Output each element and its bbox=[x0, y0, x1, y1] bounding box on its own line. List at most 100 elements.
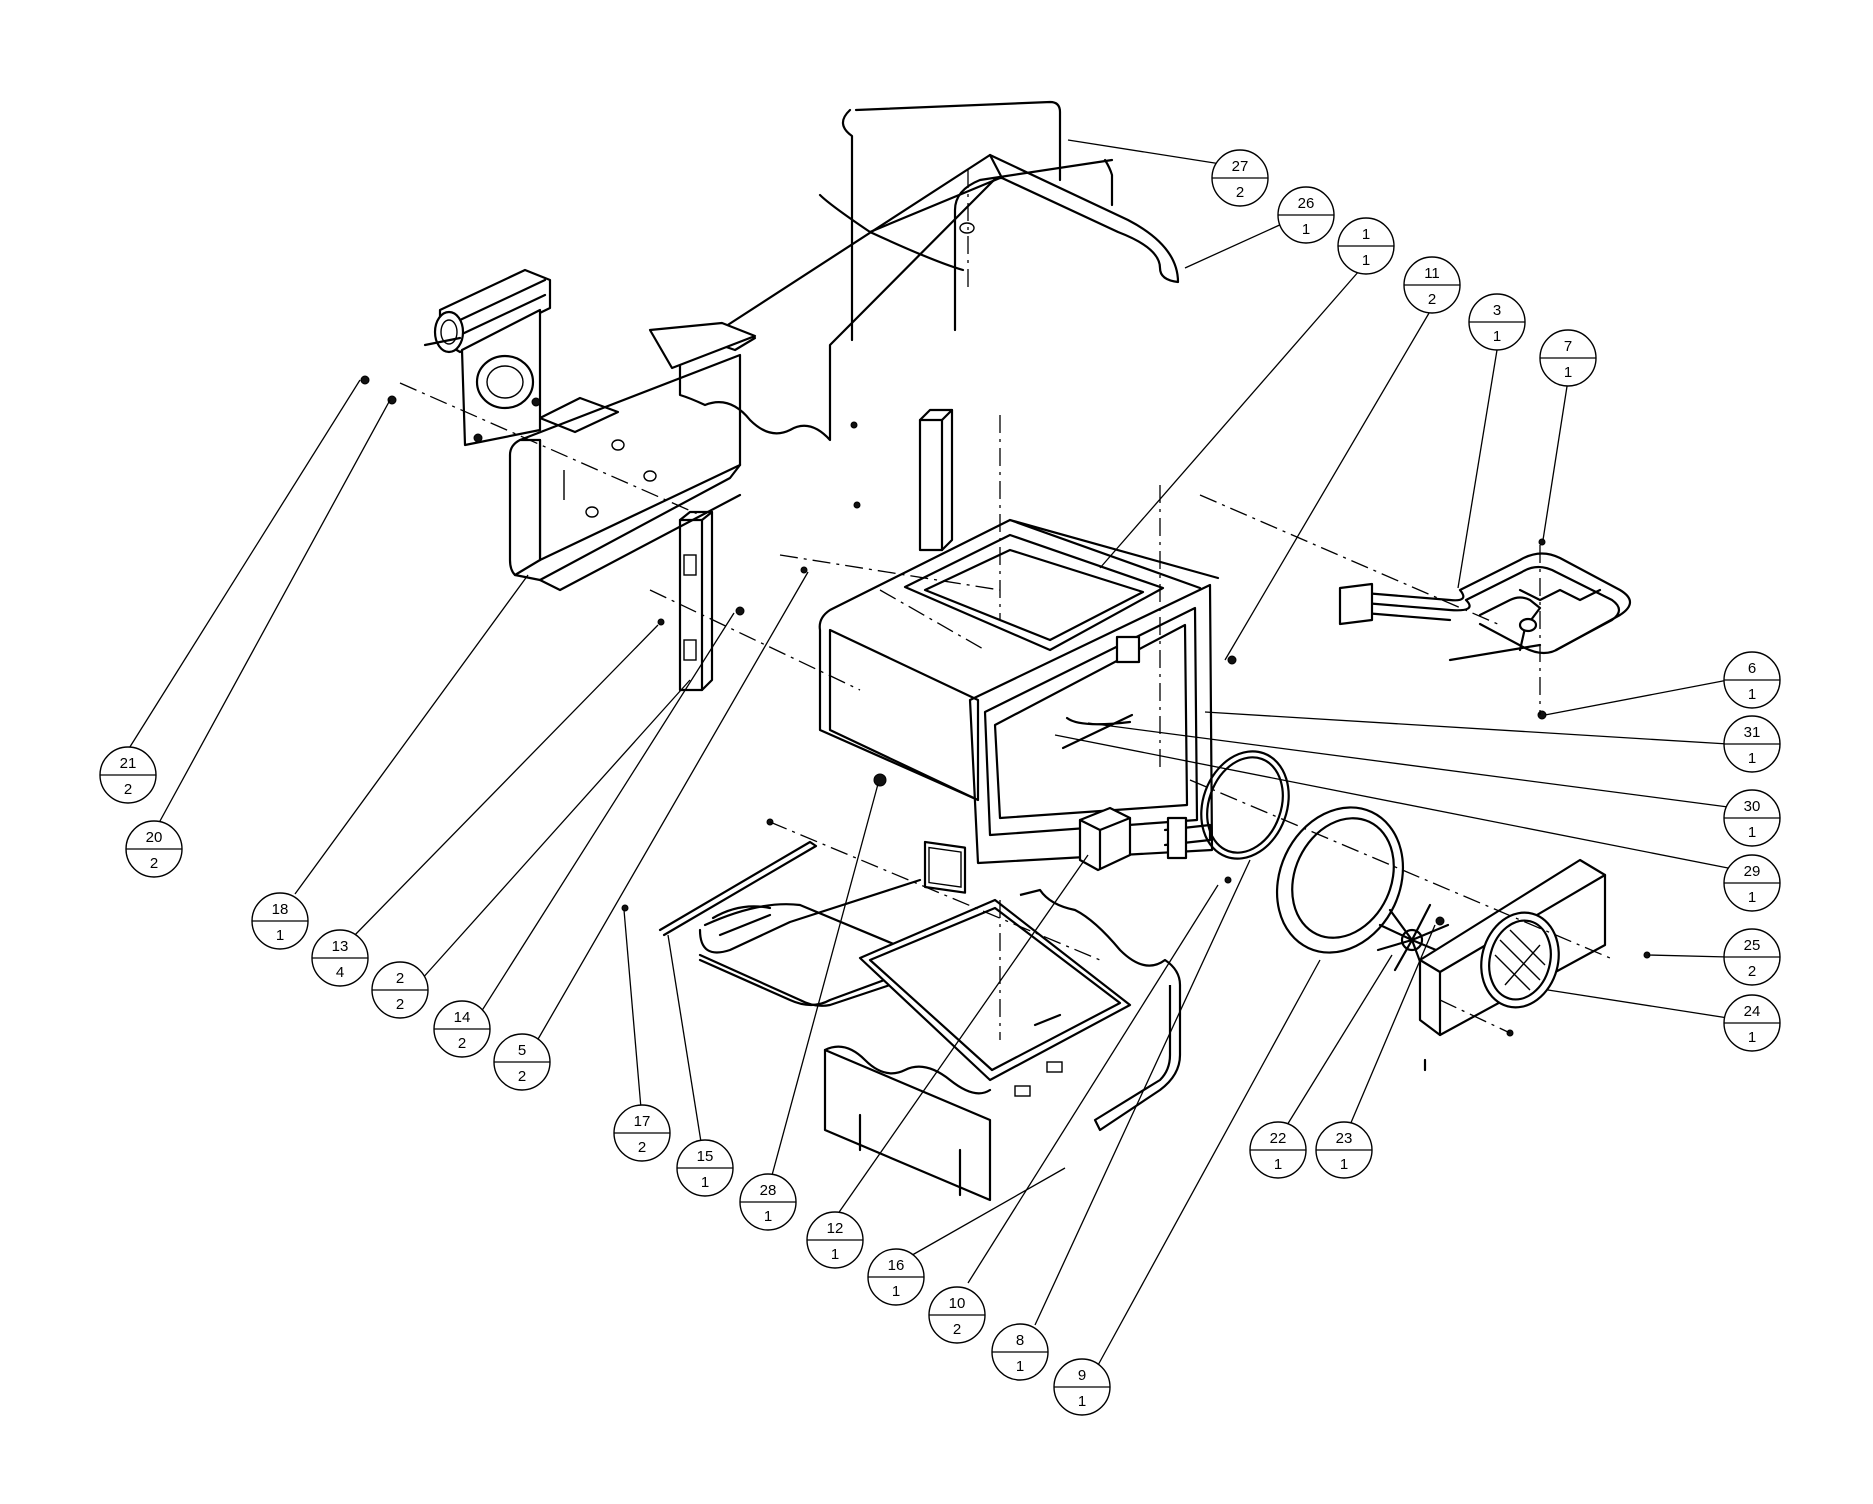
quantity: 1 bbox=[1362, 252, 1370, 269]
leader-25 bbox=[1647, 954, 1729, 958]
item-number: 3 bbox=[1493, 302, 1501, 319]
quantity: 2 bbox=[124, 781, 132, 798]
balloon-item-7: 71 bbox=[1539, 329, 1597, 387]
balloon-item-16: 161 bbox=[867, 1248, 925, 1306]
item-number: 17 bbox=[634, 1113, 651, 1130]
quantity: 1 bbox=[1748, 824, 1756, 841]
item-number: 7 bbox=[1564, 338, 1572, 355]
leader-28 bbox=[767, 783, 879, 1191]
quantity: 1 bbox=[276, 927, 284, 944]
quantity: 2 bbox=[1428, 291, 1436, 308]
leader-7 bbox=[1542, 379, 1569, 541]
quantity: 1 bbox=[1016, 1358, 1024, 1375]
item-number: 15 bbox=[697, 1148, 714, 1165]
quantity: 1 bbox=[1078, 1393, 1086, 1410]
balloon-item-20: 202 bbox=[125, 820, 183, 878]
wire-frame bbox=[841, 100, 1114, 342]
parts-layer bbox=[360, 100, 1651, 1202]
balloon-item-6: 61 bbox=[1723, 651, 1781, 709]
balloon-item-26: 26 1 bbox=[1277, 186, 1335, 244]
item-number: 2 bbox=[396, 970, 404, 987]
balloon-item-1: 11 bbox=[1337, 217, 1395, 275]
quantity: 1 bbox=[1302, 221, 1310, 238]
item-number: 22 bbox=[1270, 1130, 1287, 1147]
leader-10 bbox=[967, 884, 1219, 1284]
base-cover bbox=[823, 888, 1182, 1202]
item-number: 12 bbox=[827, 1220, 844, 1237]
item-number: 13 bbox=[332, 938, 349, 955]
item-number: 23 bbox=[1336, 1130, 1353, 1147]
leader-16 bbox=[906, 1167, 1066, 1259]
balloon-item-21: 21 2 bbox=[99, 746, 157, 804]
leader-13 bbox=[349, 624, 659, 941]
grill-element bbox=[1338, 552, 1632, 662]
balloon-item-12: 12 1 bbox=[806, 1211, 864, 1269]
quantity: 1 bbox=[764, 1208, 772, 1225]
quantity: 2 bbox=[638, 1139, 646, 1156]
quantity: 1 bbox=[1340, 1156, 1348, 1173]
balloon-item-24: 241 bbox=[1723, 994, 1781, 1052]
balloon-item-14: 142 bbox=[433, 1000, 491, 1058]
item-number: 26 bbox=[1298, 195, 1315, 212]
leader-8 bbox=[1034, 859, 1251, 1326]
item-number: 11 bbox=[1424, 265, 1440, 282]
oven-cavity bbox=[818, 518, 1220, 894]
leader-17 bbox=[623, 909, 643, 1121]
balloon-item-10: 10 2 bbox=[928, 1286, 986, 1344]
top-cover bbox=[678, 153, 1180, 442]
balloon-item-2: 22 bbox=[371, 961, 429, 1019]
balloon-item-8: 81 bbox=[991, 1323, 1049, 1381]
balloon-item-25: 252 bbox=[1723, 928, 1781, 986]
quantity: 2 bbox=[458, 1035, 466, 1052]
fan-cover-plate bbox=[1418, 858, 1607, 1072]
leader-22 bbox=[1283, 954, 1393, 1131]
leader-31 bbox=[1204, 711, 1729, 745]
item-number: 25 bbox=[1744, 937, 1761, 954]
leader-18 bbox=[294, 574, 529, 895]
quantity: 1 bbox=[1274, 1156, 1282, 1173]
item-number: 6 bbox=[1748, 660, 1756, 677]
timer-motor bbox=[423, 268, 552, 447]
quantity: 1 bbox=[831, 1246, 839, 1263]
leader-14 bbox=[475, 612, 735, 1021]
quantity: 2 bbox=[150, 855, 158, 872]
quantity: 1 bbox=[1748, 1029, 1756, 1046]
leader-1 bbox=[1099, 262, 1367, 569]
leader-27 bbox=[1067, 139, 1241, 168]
leader-15 bbox=[667, 934, 706, 1168]
balloon-item-28: 28 1 bbox=[739, 1173, 797, 1231]
item-number: 28 bbox=[760, 1182, 777, 1199]
quantity: 2 bbox=[396, 996, 404, 1013]
item-number: 31 bbox=[1744, 724, 1761, 741]
item-number: 8 bbox=[1016, 1332, 1024, 1349]
quantity: 1 bbox=[1564, 364, 1572, 381]
item-number: 10 bbox=[949, 1295, 966, 1312]
leader-11 bbox=[1224, 307, 1433, 661]
balloon-item-17: 17 2 bbox=[613, 1104, 671, 1162]
balloon-item-27: 272 bbox=[1211, 149, 1269, 207]
leader-5 bbox=[529, 571, 809, 1054]
assembly-axes bbox=[399, 382, 1611, 1040]
screws bbox=[360, 375, 1651, 1037]
quantity: 2 bbox=[953, 1321, 961, 1338]
quantity: 2 bbox=[518, 1068, 526, 1085]
quantity: 1 bbox=[892, 1283, 900, 1300]
balloon-item-5: 52 bbox=[493, 1033, 551, 1091]
leader-20 bbox=[153, 399, 391, 833]
item-number: 30 bbox=[1744, 798, 1761, 815]
balloon-item-22: 22 1 bbox=[1249, 1121, 1307, 1179]
balloon-item-9: 91 bbox=[1053, 1358, 1111, 1416]
leader-2 bbox=[411, 679, 691, 991]
leader-6 bbox=[1544, 679, 1729, 716]
item-number: 1 bbox=[1362, 226, 1370, 243]
balloon-item-15: 151 bbox=[676, 1139, 734, 1197]
item-number: 21 bbox=[120, 755, 137, 772]
leader-23 bbox=[1349, 924, 1436, 1126]
balloon-item-18: 181 bbox=[251, 892, 309, 950]
transformer bbox=[1078, 806, 1132, 872]
fan-ring bbox=[1275, 806, 1405, 954]
balloon-item-23: 23 1 bbox=[1315, 1121, 1373, 1179]
leader-lines bbox=[127, 139, 1729, 1368]
